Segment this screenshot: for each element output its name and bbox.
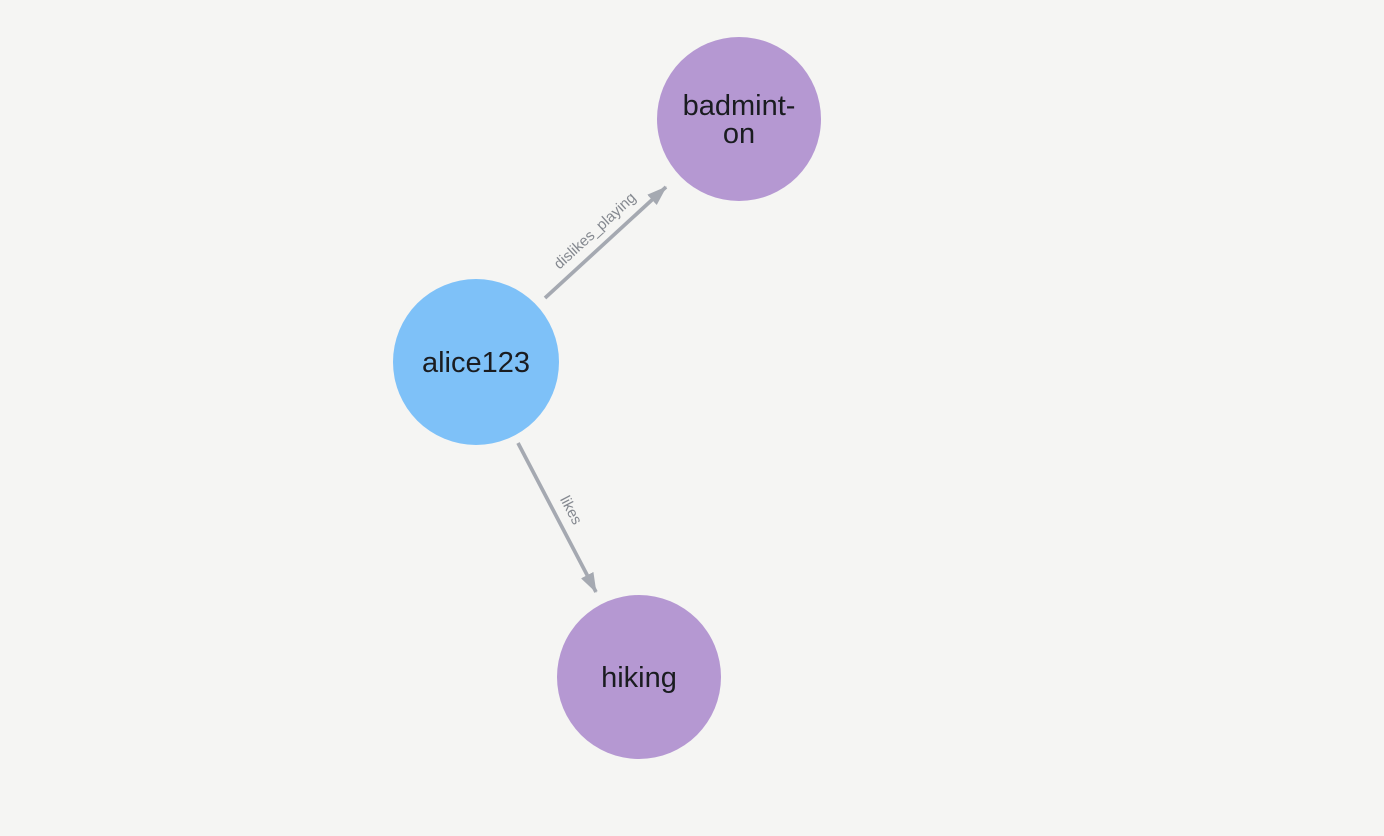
node-group-badminton: badmint-on (657, 37, 821, 201)
edge-label-dislikes_playing[interactable]: dislikes_playing (551, 189, 640, 273)
edge-dislikes_playing[interactable] (543, 185, 668, 300)
node-badminton[interactable] (657, 37, 821, 201)
node-alice123[interactable] (393, 279, 559, 445)
node-group-hiking: hiking (557, 595, 721, 759)
node-layer: alice123 badmint-on hiking (393, 37, 821, 759)
node-group-alice123: alice123 (393, 279, 559, 445)
edge-likes[interactable] (516, 442, 598, 593)
node-hiking[interactable] (557, 595, 721, 759)
